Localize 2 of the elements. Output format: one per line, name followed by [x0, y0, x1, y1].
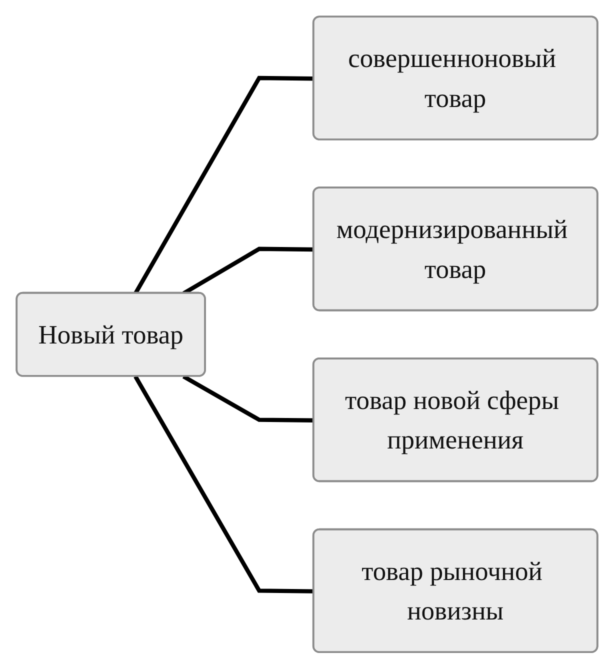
- connector: [182, 374, 314, 422]
- connector: [134, 375, 314, 594]
